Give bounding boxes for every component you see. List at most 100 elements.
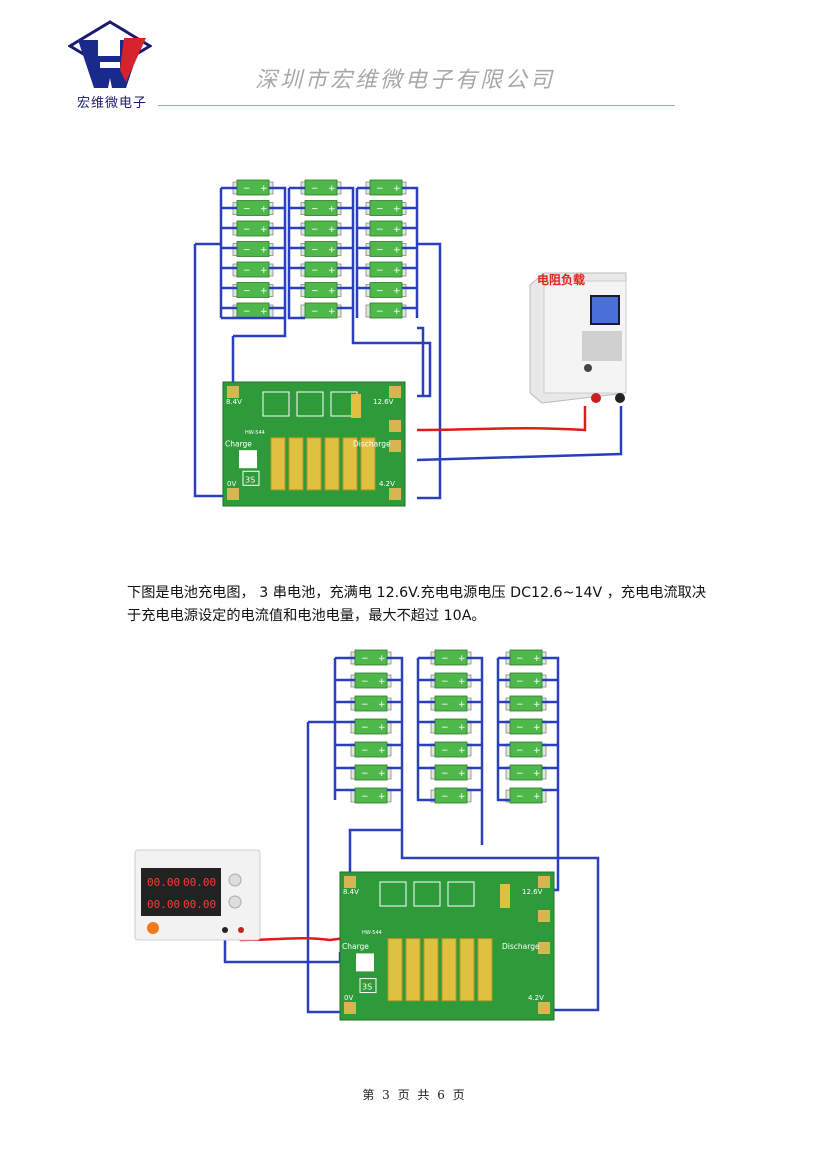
pcb-label: 8.4V xyxy=(226,398,242,406)
svg-text:+: + xyxy=(458,677,466,687)
svg-text:+: + xyxy=(533,677,541,687)
svg-text:+: + xyxy=(393,225,401,235)
battery-cell: −+ xyxy=(350,787,392,804)
battery-cell: −+ xyxy=(350,695,392,712)
wire xyxy=(355,186,370,318)
pcb-label-sticker xyxy=(239,450,257,469)
psu-display-4: 00.00 xyxy=(183,898,216,911)
pcb-pad xyxy=(538,942,550,954)
svg-text:−: − xyxy=(243,246,251,256)
svg-text:+: + xyxy=(328,205,336,215)
svg-text:+: + xyxy=(458,769,466,779)
pcb-pad xyxy=(227,386,239,398)
svg-text:−: − xyxy=(361,677,369,687)
battery-cell: −+ xyxy=(300,302,342,319)
pcb-mosfet xyxy=(459,938,475,1002)
wire xyxy=(417,242,442,500)
wire xyxy=(467,656,484,830)
pcb-pad xyxy=(389,488,401,500)
pcb-ic-outline xyxy=(447,881,475,907)
svg-text:+: + xyxy=(328,266,336,276)
pcb-mosfet xyxy=(477,938,493,1002)
svg-text:+: + xyxy=(328,225,336,235)
battery-cell: −+ xyxy=(430,695,472,712)
svg-text:+: + xyxy=(458,723,466,733)
battery-cell: −+ xyxy=(505,672,547,689)
page-footer: 第 3 页 共 6 页 xyxy=(362,1088,465,1102)
pcb-mosfet xyxy=(423,938,439,1002)
pcb-label: HW-544 xyxy=(362,930,382,936)
pcb-mosfet xyxy=(441,938,457,1002)
battery-cell: −+ xyxy=(350,672,392,689)
svg-text:−: − xyxy=(311,287,319,297)
load-label: 电阻负载 xyxy=(537,272,585,287)
svg-text:−: − xyxy=(311,266,319,276)
svg-text:−: − xyxy=(441,677,449,687)
svg-text:−: − xyxy=(376,307,384,317)
wire xyxy=(287,186,305,320)
svg-text:+: + xyxy=(393,307,401,317)
battery-cell: −+ xyxy=(350,649,392,666)
svg-text:+: + xyxy=(458,700,466,710)
svg-text:+: + xyxy=(260,307,268,317)
svg-text:−: − xyxy=(441,700,449,710)
svg-text:−: − xyxy=(441,654,449,664)
svg-text:−: − xyxy=(441,769,449,779)
svg-text:−: − xyxy=(311,205,319,215)
wire xyxy=(337,186,355,318)
wire xyxy=(417,326,425,396)
battery-cell: −+ xyxy=(365,241,407,257)
svg-text:+: + xyxy=(260,205,268,215)
wire xyxy=(223,940,342,964)
pcb-mosfet xyxy=(342,437,358,491)
svg-text:−: − xyxy=(516,700,524,710)
battery-cell: −+ xyxy=(300,261,342,278)
svg-text:+: + xyxy=(378,700,386,710)
battery-cell: −+ xyxy=(365,261,407,278)
battery-cell: −+ xyxy=(300,220,342,237)
wire xyxy=(348,828,402,890)
battery-cell: −+ xyxy=(232,241,274,257)
wire xyxy=(416,656,435,802)
pcb-ic-outline xyxy=(413,881,441,907)
svg-text:−: − xyxy=(376,205,384,215)
wire xyxy=(416,406,623,462)
pcb-mosfet xyxy=(387,938,403,1002)
pcb-label: 8.4V xyxy=(343,888,359,896)
wire xyxy=(540,656,560,892)
pcb-ic-outline xyxy=(296,391,324,417)
battery-cell: −+ xyxy=(430,764,472,781)
wire xyxy=(231,318,287,386)
svg-text:−: − xyxy=(516,792,524,802)
svg-text:−: − xyxy=(516,769,524,779)
pcb-mosfet xyxy=(306,437,322,491)
svg-text:+: + xyxy=(458,792,466,802)
svg-text:−: − xyxy=(376,287,384,297)
svg-text:+: + xyxy=(378,769,386,779)
battery-cell: −+ xyxy=(232,261,274,278)
svg-text:−: − xyxy=(361,769,369,779)
svg-text:−: − xyxy=(516,723,524,733)
pcb-3s-box xyxy=(242,470,260,486)
battery-cell: −+ xyxy=(365,220,407,237)
battery-cell: −+ xyxy=(300,200,342,216)
svg-text:+: + xyxy=(378,746,386,756)
svg-text:−: − xyxy=(311,225,319,235)
battery-cell: −+ xyxy=(232,179,274,196)
pcb-pad xyxy=(344,1002,356,1014)
pcb-pad xyxy=(227,488,239,500)
svg-text:+: + xyxy=(533,746,541,756)
wire xyxy=(416,406,587,432)
pcb-label: Discharge xyxy=(502,942,540,951)
battery-cell: −+ xyxy=(430,649,472,666)
svg-text:−: − xyxy=(441,723,449,733)
battery-cell: −+ xyxy=(505,764,547,781)
pcb-label: 0V xyxy=(344,994,353,1002)
svg-text:−: − xyxy=(516,654,524,664)
svg-text:−: − xyxy=(361,654,369,664)
svg-text:−: − xyxy=(376,225,384,235)
battery-cell: −+ xyxy=(232,220,274,237)
wire xyxy=(219,186,237,318)
svg-text:+: + xyxy=(533,700,541,710)
svg-text:+: + xyxy=(393,184,401,194)
